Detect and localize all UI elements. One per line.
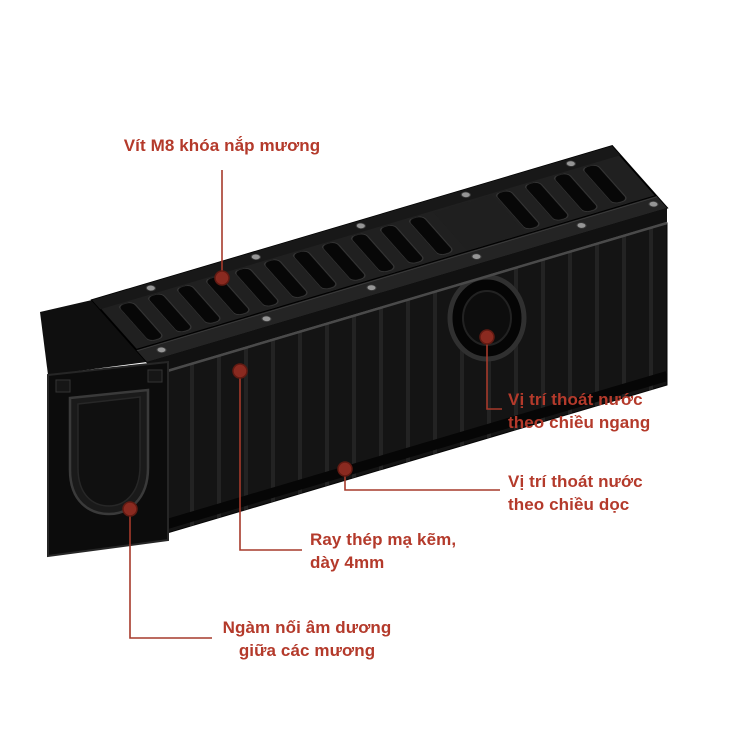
label-horizontal-outlet-line-2: theo chiều ngang bbox=[508, 413, 651, 432]
leader-steel-rail bbox=[239, 371, 302, 551]
label-screw-line-1: Vít M8 khóa nắp mương bbox=[123, 136, 321, 155]
label-screw: Vít M8 khóa nắp mương bbox=[92, 134, 352, 157]
screw-icon bbox=[145, 284, 156, 292]
end-top-mass bbox=[40, 300, 147, 375]
end-cap bbox=[47, 360, 169, 558]
label-steel-rail-line-1: Ray thép mạ kẽm, bbox=[310, 530, 457, 549]
label-vertical-outlet-line-1: Vị trí thoát nước bbox=[508, 472, 643, 491]
leader-vertical-outlet bbox=[344, 469, 500, 491]
screw-icon bbox=[261, 315, 272, 322]
screw-icon bbox=[565, 160, 576, 167]
screw-icon bbox=[366, 284, 377, 291]
screw-icon bbox=[576, 222, 587, 229]
label-horizontal-outlet-line-1: Vị trí thoát nước bbox=[508, 390, 643, 409]
marker-screw bbox=[214, 270, 230, 286]
label-joint-line-1: Ngàm nối âm dương bbox=[222, 618, 392, 637]
grate-slots bbox=[117, 160, 644, 345]
leader-horizontal-outlet bbox=[486, 337, 502, 410]
screw-icon bbox=[250, 253, 261, 261]
steel-rail bbox=[146, 221, 668, 379]
screw-icon bbox=[460, 191, 471, 198]
label-steel-rail-line-2: dày 4mm bbox=[310, 553, 385, 572]
label-vertical-outlet-line-2: theo chiều dọc bbox=[508, 495, 630, 514]
grate-top bbox=[90, 145, 669, 363]
marker-joint bbox=[122, 501, 138, 517]
leader-joint bbox=[129, 509, 212, 639]
screw-icon bbox=[156, 346, 167, 353]
marker-vertical-outlet bbox=[337, 461, 353, 477]
label-vertical-outlet: Vị trí thoát nước theo chiều dọc bbox=[508, 470, 643, 516]
grate-edge bbox=[147, 208, 667, 376]
label-horizontal-outlet: Vị trí thoát nước theo chiều ngang bbox=[508, 388, 650, 434]
marker-steel-rail bbox=[232, 363, 248, 379]
grate-screws bbox=[145, 160, 659, 353]
joint-notch bbox=[147, 369, 163, 383]
marker-horizontal-outlet bbox=[479, 329, 495, 345]
screw-icon bbox=[471, 253, 482, 260]
label-joint: Ngàm nối âm dương giữa các mương bbox=[212, 616, 402, 662]
label-joint-line-2: giữa các mương bbox=[238, 641, 376, 660]
joint-notch bbox=[55, 379, 71, 393]
label-steel-rail: Ray thép mạ kẽm, dày 4mm bbox=[310, 528, 456, 574]
screw-icon bbox=[355, 222, 366, 229]
screw-icon bbox=[648, 201, 659, 208]
